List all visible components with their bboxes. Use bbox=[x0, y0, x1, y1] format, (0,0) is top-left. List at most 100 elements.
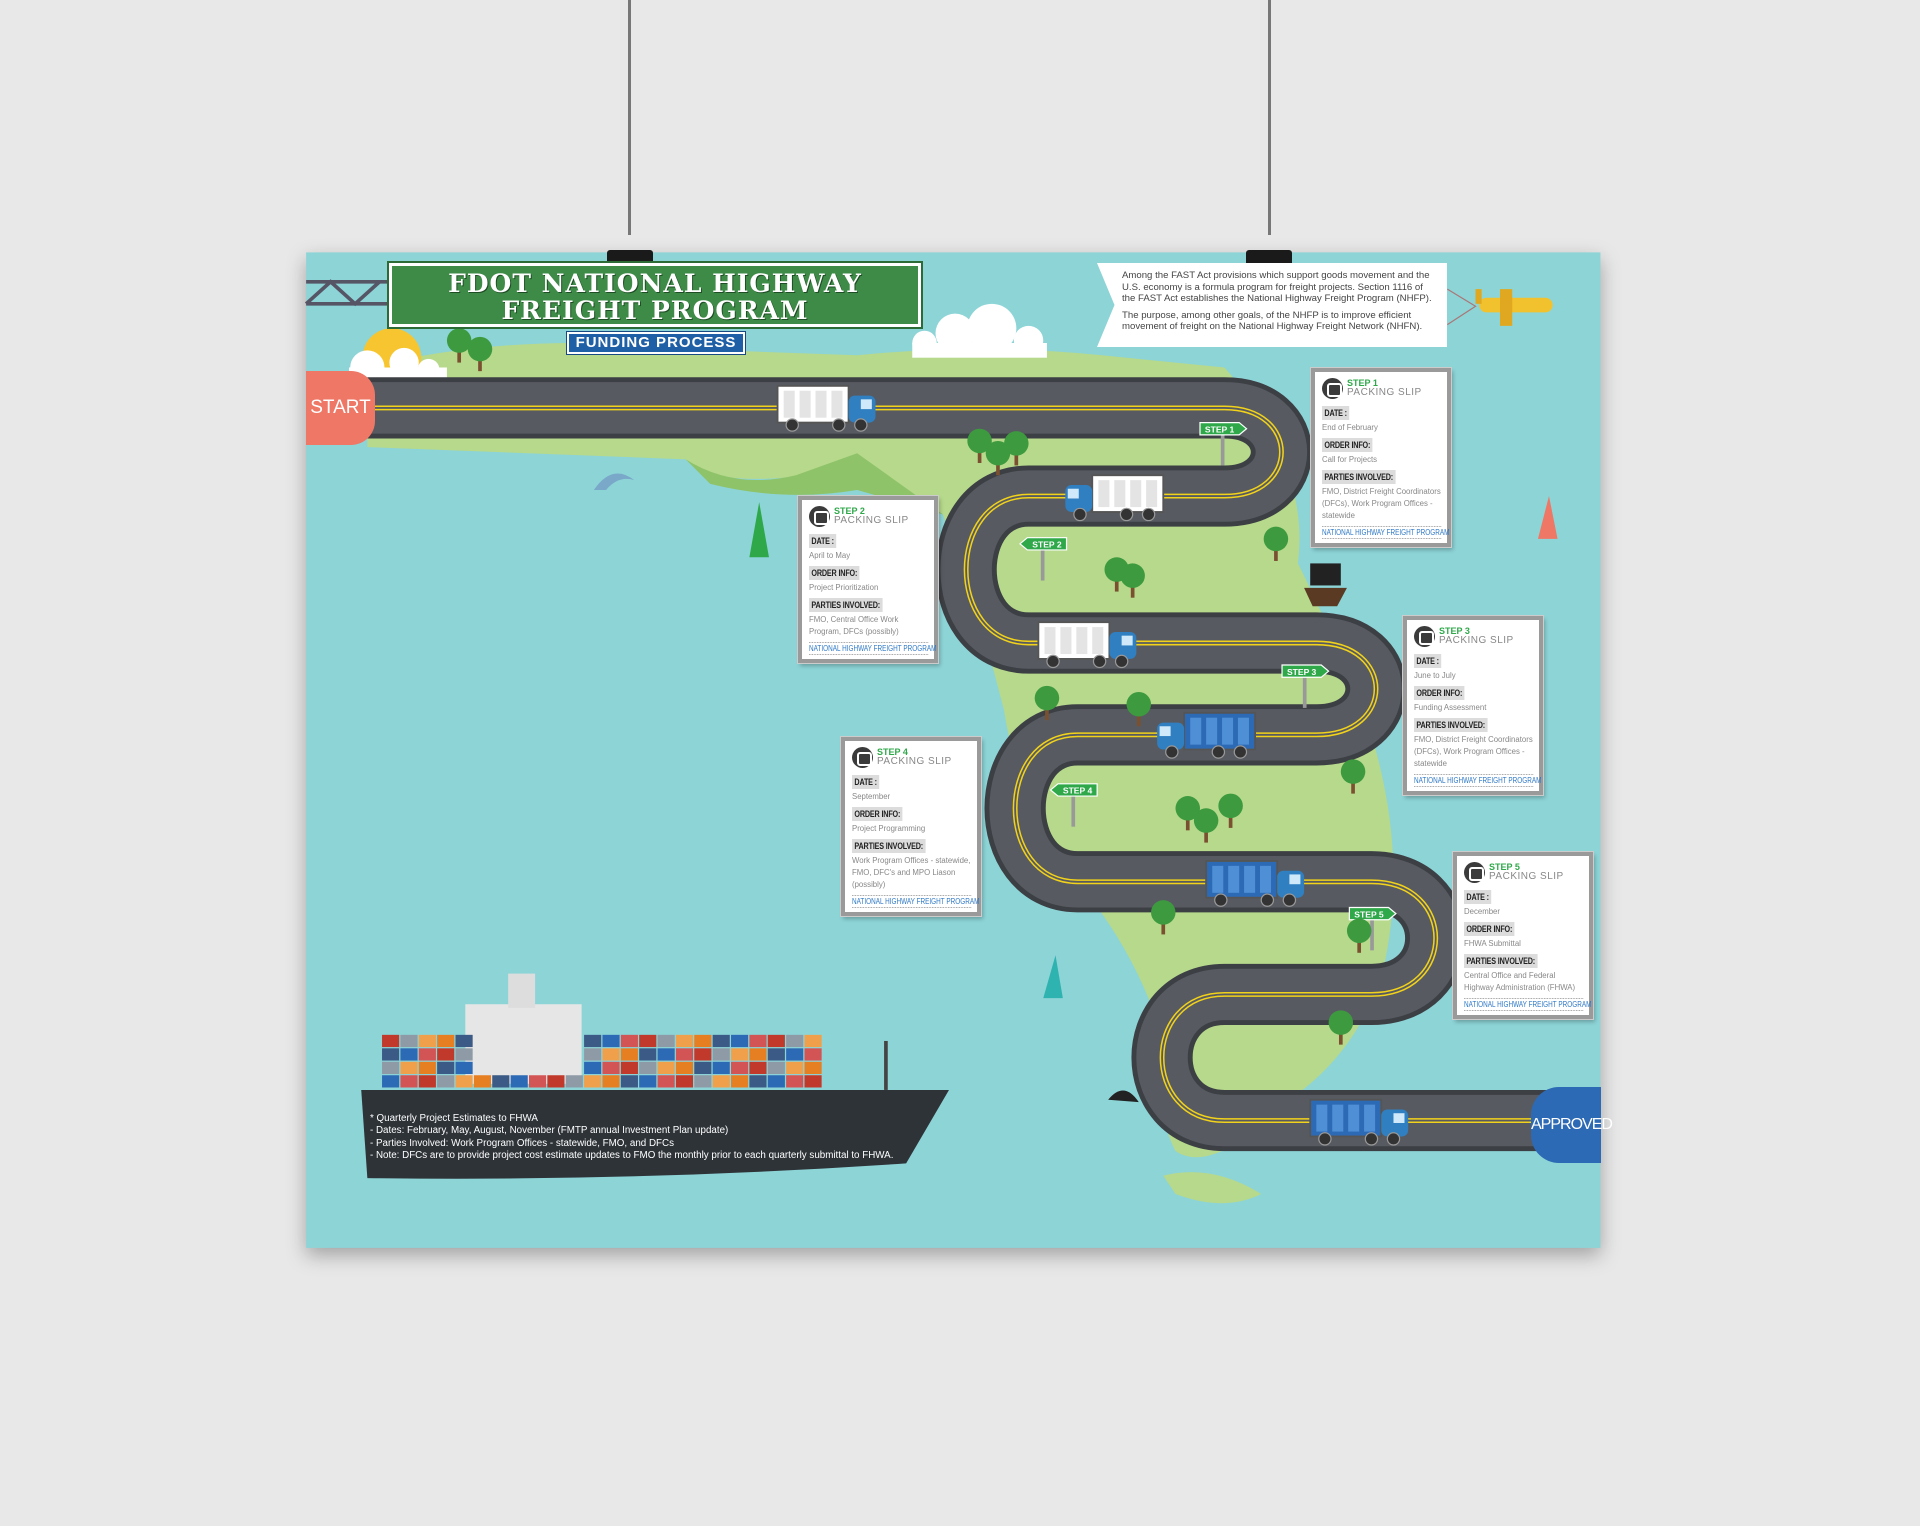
container bbox=[602, 1034, 620, 1048]
slip-footer: NATIONAL HIGHWAY FREIGHT PROGRAM bbox=[1464, 998, 1592, 1011]
page-title: FDOT NATIONAL HIGHWAY FREIGHT PROGRAM bbox=[387, 261, 923, 329]
tree-icon bbox=[1340, 759, 1366, 794]
step-sign-label: STEP 3 bbox=[1287, 667, 1317, 677]
tree-icon bbox=[1151, 900, 1176, 935]
date-value: September bbox=[852, 792, 891, 801]
container bbox=[473, 1075, 492, 1088]
slip-step: STEP 5 bbox=[1489, 862, 1520, 872]
container bbox=[749, 1061, 767, 1075]
intro-paragraph-1: Among the FAST Act provisions which supp… bbox=[1122, 270, 1432, 305]
container bbox=[749, 1034, 767, 1048]
tree-icon bbox=[1263, 526, 1289, 561]
order-info-value: Funding Assessment bbox=[1414, 703, 1487, 712]
container bbox=[767, 1061, 785, 1075]
slip-footer: NATIONAL HIGHWAY FREIGHT PROGRAM bbox=[1322, 526, 1450, 539]
step-sign-label: STEP 2 bbox=[1032, 539, 1062, 549]
container bbox=[418, 1048, 436, 1061]
container bbox=[694, 1061, 712, 1075]
cloud-icon bbox=[348, 347, 447, 385]
tree-icon bbox=[1346, 918, 1372, 953]
parties-label: PARTIES INVOLVED: bbox=[1414, 718, 1488, 732]
container bbox=[620, 1048, 638, 1061]
keys-island bbox=[1163, 1172, 1262, 1204]
container bbox=[712, 1034, 730, 1048]
container bbox=[437, 1075, 455, 1088]
container bbox=[694, 1034, 712, 1048]
ship-notes: * Quarterly Project Estimates to FHWA - … bbox=[370, 1113, 940, 1162]
container bbox=[694, 1048, 712, 1061]
tree-icon bbox=[967, 428, 992, 463]
container bbox=[437, 1061, 455, 1075]
slip-step: STEP 1 bbox=[1347, 378, 1378, 388]
container bbox=[657, 1061, 675, 1075]
container bbox=[731, 1034, 749, 1048]
sailboat-icon bbox=[1043, 955, 1063, 999]
intro-paragraph-2: The purpose, among other goals, of the N… bbox=[1122, 309, 1423, 333]
step-sign-2: STEP 2 bbox=[1019, 537, 1068, 581]
container bbox=[694, 1075, 712, 1088]
container bbox=[639, 1075, 657, 1088]
parties-label: PARTIES INVOLVED: bbox=[852, 839, 926, 853]
hanging-wire bbox=[1268, 0, 1271, 235]
parties-value: Central Office and Federal Highway Admin… bbox=[1464, 971, 1576, 992]
tree-icon bbox=[1328, 1010, 1354, 1045]
tree-icon bbox=[1120, 563, 1145, 598]
slip-subtitle: PACKING SLIP bbox=[834, 515, 909, 526]
container bbox=[400, 1034, 418, 1048]
slip-footer: NATIONAL HIGHWAY FREIGHT PROGRAM bbox=[809, 642, 937, 655]
step-sign-5: STEP 5 bbox=[1348, 906, 1397, 951]
container bbox=[767, 1048, 785, 1061]
title-line-1: FDOT NATIONAL HIGHWAY bbox=[448, 269, 862, 298]
parties-value: FMO, District Freight Coordinators (DFCs… bbox=[1322, 487, 1441, 520]
tree-icon bbox=[1126, 691, 1152, 727]
truck-icon bbox=[776, 384, 876, 432]
container bbox=[382, 1075, 400, 1088]
order-info-label: ORDER INFO: bbox=[1464, 922, 1515, 936]
container bbox=[786, 1061, 804, 1075]
tree-icon bbox=[1004, 431, 1029, 466]
container bbox=[400, 1048, 418, 1061]
cloud-icon bbox=[912, 303, 1047, 358]
parties-value: Work Program Offices - statewide, FMO, D… bbox=[852, 856, 971, 889]
container bbox=[639, 1034, 657, 1048]
step-sign-label: STEP 4 bbox=[1063, 786, 1093, 796]
container bbox=[804, 1075, 822, 1088]
date-label: DATE : bbox=[1464, 890, 1492, 904]
parties-label: PARTIES INVOLVED: bbox=[1464, 954, 1538, 968]
date-value: April to May bbox=[809, 551, 851, 560]
container bbox=[382, 1048, 400, 1061]
container bbox=[455, 1061, 473, 1075]
pirate-ship-icon bbox=[1304, 563, 1347, 607]
date-value: End of February bbox=[1322, 423, 1378, 432]
container bbox=[657, 1048, 675, 1061]
approved-marker: APPROVED bbox=[1531, 1087, 1613, 1163]
slip-subtitle: PACKING SLIP bbox=[1439, 635, 1514, 646]
slip-subtitle: PACKING SLIP bbox=[877, 756, 952, 767]
container bbox=[584, 1034, 602, 1048]
step-sign-1: STEP 1 bbox=[1199, 421, 1248, 466]
date-label: DATE : bbox=[1414, 654, 1442, 668]
container bbox=[602, 1048, 620, 1061]
container bbox=[584, 1048, 602, 1061]
container bbox=[749, 1048, 767, 1061]
tree-icon bbox=[446, 328, 472, 363]
container bbox=[547, 1075, 565, 1088]
florida-land bbox=[367, 343, 1394, 1158]
container bbox=[437, 1048, 455, 1061]
order-info-value: Project Programming bbox=[852, 824, 926, 833]
container bbox=[400, 1075, 418, 1088]
tree-icon bbox=[985, 440, 1011, 476]
container bbox=[382, 1061, 400, 1075]
container bbox=[731, 1061, 749, 1075]
container bbox=[731, 1048, 749, 1061]
truck-icon bbox=[1322, 378, 1343, 399]
truck-icon bbox=[1065, 474, 1165, 522]
container bbox=[418, 1061, 436, 1075]
container bbox=[528, 1075, 547, 1088]
note-line: - Parties Involved: Work Program Offices… bbox=[370, 1137, 674, 1149]
